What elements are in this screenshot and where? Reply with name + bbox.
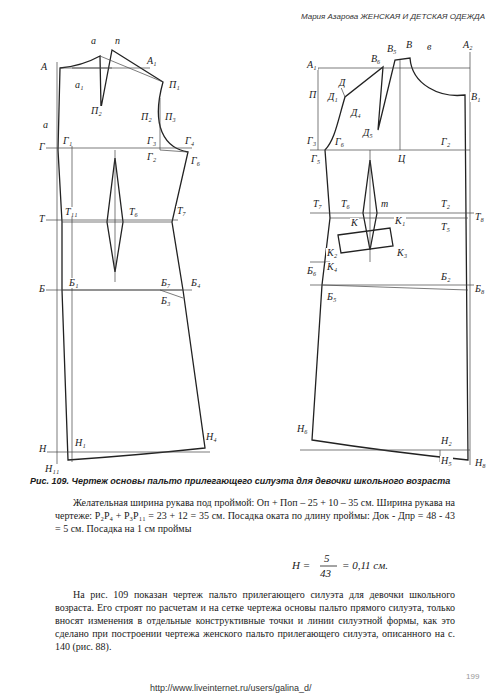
point-label: а <box>90 36 97 46</box>
point-label: Г <box>38 142 46 152</box>
point-label: П₂ <box>90 106 103 116</box>
formula-part: 43 <box>320 568 331 579</box>
point-label: Т₆ <box>340 199 351 209</box>
point-label: Т₈ <box>474 212 485 222</box>
point-label: Н₁ <box>74 438 87 448</box>
point-label: Б₈ <box>474 284 485 294</box>
point-label: Н <box>38 444 47 454</box>
point-label: Т₆ <box>128 207 139 217</box>
point-label: Д₅ <box>362 128 374 138</box>
point-label: К <box>350 218 359 228</box>
point-label: Н₆ <box>296 424 309 434</box>
point-label: Г₄ <box>184 136 195 146</box>
point-label: в <box>426 42 432 52</box>
point-label: Т₇ <box>312 199 323 209</box>
point-label: Н₁₁ <box>44 464 60 474</box>
point-label: П₃ <box>164 112 177 122</box>
point-label: Г₅ <box>310 154 321 164</box>
point-label: К₂ <box>326 248 338 258</box>
running-header: Мария Азарова ЖЕНСКАЯ И ДЕТСКАЯ ОДЕЖДА <box>290 12 485 21</box>
point-label: К₁ <box>394 216 406 226</box>
point-label: Б₇ <box>160 278 171 288</box>
point-label: Д₁ <box>327 92 339 102</box>
point-label: Б₅ <box>326 292 337 302</box>
point-label: Н₅ <box>440 456 453 466</box>
point-label: п <box>114 36 121 46</box>
point-label: К₄ <box>326 262 338 272</box>
body-text: На рис. 109 показан чертеж пальто прилег… <box>55 588 455 653</box>
point-label: Г₃ <box>146 136 157 146</box>
point-label: П <box>308 90 317 100</box>
point-label: А₁ <box>146 56 158 66</box>
point-label: а <box>42 120 49 130</box>
point-label: Г₆ <box>190 156 201 166</box>
point-label: Т₁₁ <box>64 207 79 217</box>
point-label: Б₄ <box>190 278 201 288</box>
point-label: Б₆ <box>306 266 317 276</box>
point-label: В₆ <box>370 54 382 64</box>
point-label: Б₁ <box>68 278 79 288</box>
body-text: Желательная ширина рукава под проймой: О… <box>55 496 455 535</box>
point-label: П₁ <box>168 80 181 90</box>
formula-part: H = <box>292 560 310 571</box>
point-label: Б₂ <box>440 272 451 282</box>
point-label: А₁ <box>306 60 318 70</box>
point-label: В₅ <box>386 44 398 54</box>
point-label: К₃ <box>396 248 408 258</box>
point-label: Г₂ <box>146 152 157 162</box>
point-label: а₁ <box>74 80 84 90</box>
point-label: Ц <box>397 154 406 164</box>
point-label: Т <box>38 214 46 224</box>
point-label: Г₆ <box>334 137 345 147</box>
point-label: Б₃ <box>160 296 171 306</box>
point-label: Н₈ <box>474 458 487 468</box>
point-label: В <box>405 40 413 50</box>
point-label: Д₄ <box>350 108 362 118</box>
point-label: Б <box>38 284 46 294</box>
point-label: Н₂ <box>440 436 453 446</box>
point-label: А₂ <box>462 40 474 50</box>
point-label: Г₃ <box>306 136 317 146</box>
page-number: 199 <box>466 672 479 681</box>
point-label: Г₁ <box>62 136 73 146</box>
formula-part: 5 <box>324 553 330 564</box>
point-label: Т₂ <box>440 199 451 209</box>
point-label: В₁ <box>470 92 482 102</box>
figure-caption: Рис. 109. Чертеж основы пальто прилегающ… <box>30 476 470 487</box>
formula-part: = 0,11 см. <box>342 560 388 571</box>
watermark: http://www.liveinternet.ru/users/galina_… <box>150 683 312 693</box>
point-label: Т₅ <box>440 222 451 232</box>
point-label: Н₄ <box>205 432 218 442</box>
point-label: Д <box>338 78 346 88</box>
point-label: П₂ <box>140 112 153 122</box>
point-label: m <box>380 199 389 209</box>
point-label: Г₂ <box>440 137 451 147</box>
point-label: А <box>40 62 48 72</box>
point-label: Т₇ <box>176 206 187 216</box>
